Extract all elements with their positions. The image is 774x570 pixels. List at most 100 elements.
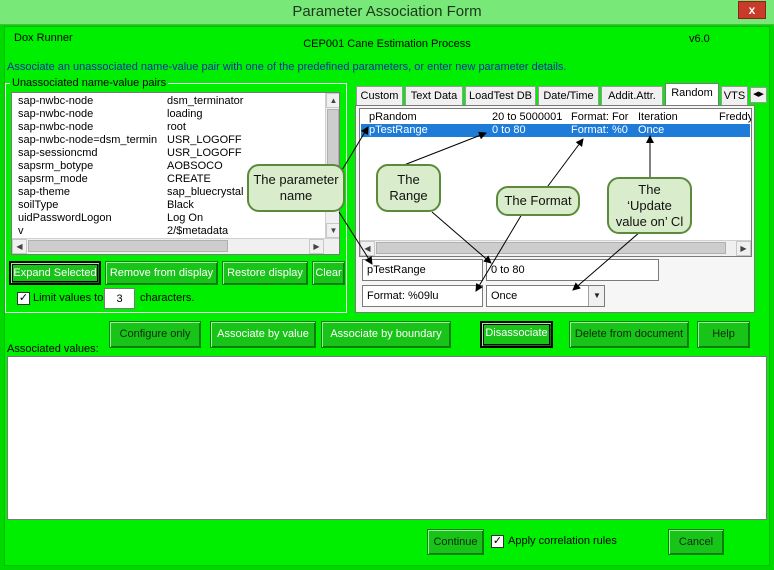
list-item[interactable]: v 2/$metadata — [18, 225, 323, 238]
instruction-text: Associate an unassociated name-value pai… — [7, 61, 567, 73]
pair-value: USR_LOGOFF — [167, 134, 242, 146]
list-item[interactable]: sap-nwbc-node dsm_terminator — [18, 95, 323, 108]
delete-from-document-button[interactable]: Delete from document — [569, 321, 689, 348]
associate-by-value-button[interactable]: Associate by value — [210, 321, 316, 348]
param-update: Iteration — [638, 111, 678, 123]
pair-name: sap-nwbc-node — [18, 108, 94, 120]
limit-values-checkbox[interactable]: ✓ — [17, 292, 30, 305]
table-row[interactable]: pRandom 20 to 5000001 Format: For Iteration… — [361, 111, 752, 124]
characters-label: characters. — [140, 292, 195, 304]
callout-parameter-name: The parameter name — [247, 164, 345, 212]
window-title: Parameter Association Form — [292, 3, 482, 20]
param-range: 0 to 80 — [492, 124, 526, 136]
tab-custom[interactable]: Custom — [356, 86, 403, 105]
pair-value: 2/$metadata — [167, 225, 229, 237]
associate-by-boundary-button[interactable]: Associate by boundary — [321, 321, 451, 348]
cancel-button[interactable]: Cancel — [668, 529, 724, 555]
scroll-left-icon[interactable]: ◀ — [12, 239, 27, 254]
restore-display-button[interactable]: Restore display — [222, 261, 308, 285]
title-bar — [0, 0, 774, 25]
tab-scroll-icon[interactable]: ◀▶ — [750, 87, 767, 103]
pair-value: AOBSOCO — [167, 160, 223, 172]
pair-name: sapsrm_botype — [18, 160, 94, 172]
param-name: pTestRange — [369, 124, 428, 136]
parameter-hscrollbar[interactable]: ◀ ▶ — [360, 240, 751, 256]
version-label: v6.0 — [689, 33, 710, 45]
pair-value: CREATE — [167, 173, 211, 185]
update-value-selected: Once — [491, 290, 518, 302]
list-item[interactable]: sap-nwbc-node root — [18, 121, 323, 134]
pair-name: sap-theme — [18, 186, 70, 198]
callout-update-value-on: The ‘Update value on’ Cl — [607, 177, 692, 234]
param-range: 20 to 5000001 — [492, 111, 563, 123]
scroll-down-icon[interactable]: ▼ — [326, 223, 339, 238]
list-item[interactable]: soilType Black — [18, 199, 323, 212]
pair-name: sap-nwbc-node=dsm_termin — [18, 134, 158, 146]
unassociated-hscrollbar[interactable]: ◀ ▶ — [12, 238, 339, 254]
param-name-field[interactable]: pTestRange — [362, 259, 483, 281]
apply-correlation-label: Apply correlation rules — [508, 535, 617, 547]
associated-values-list[interactable] — [7, 356, 767, 520]
close-button[interactable]: x — [738, 1, 766, 19]
tab-addit-attr[interactable]: Addit.Attr. — [601, 86, 663, 105]
pair-name: sap-nwbc-node — [18, 95, 94, 107]
list-item[interactable]: sapsrm_botype AOBSOCO — [18, 160, 323, 173]
param-name: pRandom — [369, 111, 417, 123]
param-extra: Freddy. — [719, 111, 752, 123]
pair-value: USR_LOGOFF — [167, 147, 242, 159]
associated-values-label: Associated values: — [7, 343, 99, 355]
list-item[interactable]: sap-theme sap_bluecrystal — [18, 186, 323, 199]
pair-value: sap_bluecrystal — [167, 186, 244, 198]
expand-selected-button[interactable]: Expand Selected — [9, 261, 101, 285]
tab-vts[interactable]: VTS — [721, 86, 748, 105]
scroll-right-icon[interactable]: ▶ — [309, 239, 324, 254]
param-format-field[interactable]: Format: %09lu — [362, 285, 483, 307]
clear-button[interactable]: Clear — [312, 261, 345, 285]
pair-value: root — [167, 121, 186, 133]
unassociated-caption: Unassociated name-value pairs — [10, 77, 169, 89]
hscroll-thumb[interactable] — [376, 242, 726, 254]
vscroll-thumb[interactable] — [327, 109, 339, 169]
scroll-up-icon[interactable]: ▲ — [326, 93, 339, 108]
pair-value: dsm_terminator — [167, 95, 244, 107]
app-name: Dox Runner — [14, 32, 73, 44]
callout-range: The Range — [376, 164, 441, 212]
param-update: Once — [638, 124, 665, 136]
callout-format: The Format — [496, 186, 580, 216]
pair-value: Black — [167, 199, 194, 211]
pair-value: loading — [167, 108, 203, 120]
hscroll-thumb[interactable] — [28, 240, 228, 252]
help-button[interactable]: Help — [697, 321, 750, 348]
pair-name: v — [18, 225, 24, 237]
pair-name: soilType — [18, 199, 59, 211]
scroll-right-icon[interactable]: ▶ — [736, 241, 751, 256]
limit-chars-input[interactable]: 3 — [104, 288, 135, 309]
tab-random[interactable]: Random — [665, 83, 719, 105]
param-format: Format: %0 — [571, 124, 628, 136]
tab-date-time[interactable]: Date/Time — [538, 86, 599, 105]
limit-values-label: Limit values to — [33, 292, 104, 304]
disassociate-button[interactable]: Disassociate — [480, 321, 553, 348]
pair-name: uidPasswordLogon — [18, 212, 112, 224]
list-item[interactable]: sapsrm_mode CREATE — [18, 173, 323, 186]
remove-from-display-button[interactable]: Remove from display — [105, 261, 218, 285]
update-value-combo[interactable]: Once ▼ — [486, 285, 605, 307]
pair-name: sap-sessioncmd — [18, 147, 98, 159]
chevron-down-icon[interactable]: ▼ — [588, 286, 604, 306]
scroll-left-icon[interactable]: ◀ — [360, 241, 375, 256]
list-item[interactable]: sap-nwbc-node=dsm_termin USR_LOGOFF — [18, 134, 323, 147]
list-item[interactable]: sap-sessioncmd USR_LOGOFF — [18, 147, 323, 160]
param-range-field[interactable]: 0 to 80 — [486, 259, 659, 281]
tab-text-data[interactable]: Text Data — [405, 86, 463, 105]
param-format: Format: For — [571, 111, 629, 123]
pair-name: sapsrm_mode — [18, 173, 88, 185]
pair-name: sap-nwbc-node — [18, 121, 94, 133]
configure-only-button[interactable]: Configure only — [109, 321, 201, 348]
continue-button[interactable]: Continue — [427, 529, 484, 555]
list-item[interactable]: sap-nwbc-node loading — [18, 108, 323, 121]
apply-correlation-checkbox[interactable]: ✓ — [491, 535, 504, 548]
table-row[interactable]: pTestRange 0 to 80 Format: %0 Once — [361, 124, 750, 137]
tab-loadtest-db[interactable]: LoadTest DB — [465, 86, 536, 105]
document-title: CEP001 Cane Estimation Process — [303, 38, 471, 50]
